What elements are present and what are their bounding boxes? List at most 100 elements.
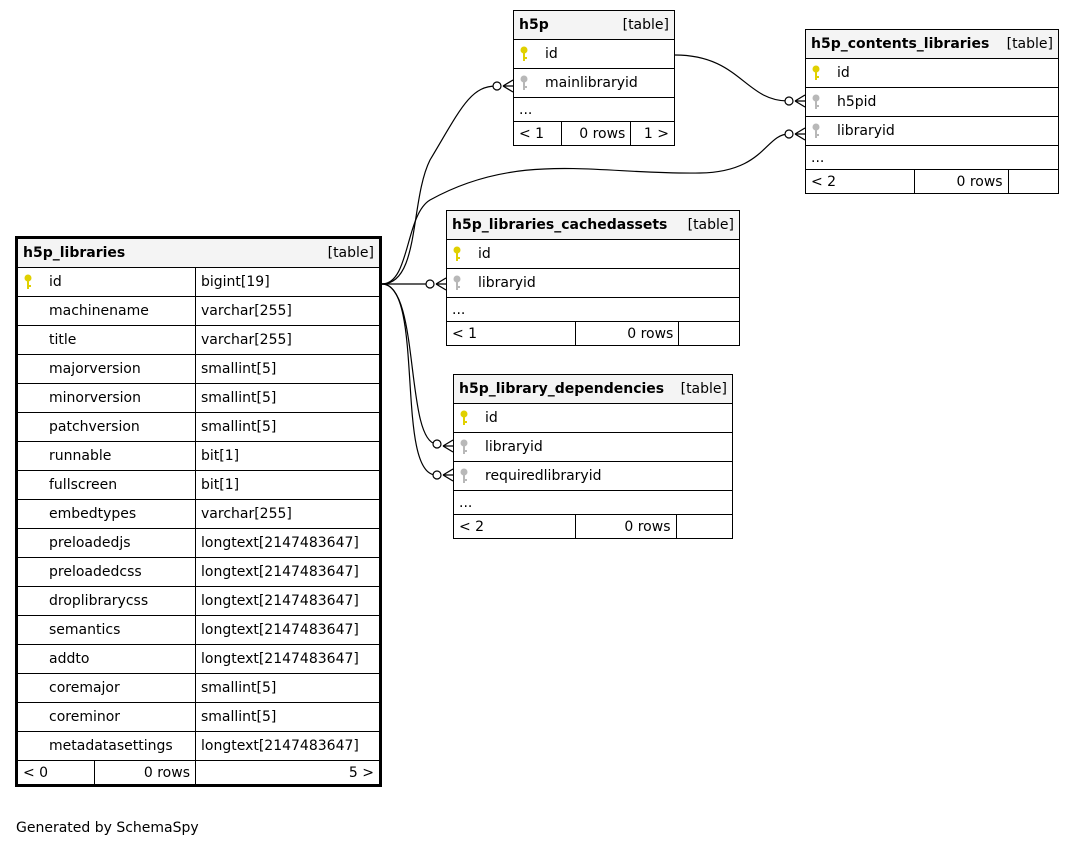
row-count: 0 rows — [561, 121, 632, 146]
table-name: h5p_contents_libraries — [811, 36, 990, 52]
foreign-key-icon — [452, 275, 470, 291]
table-name: h5p_libraries — [23, 245, 126, 261]
parents-count[interactable]: < 1 — [512, 121, 563, 146]
table-kind: [table] — [1006, 36, 1053, 52]
table-kind: [table] — [327, 245, 374, 261]
row-count: 0 rows — [93, 760, 197, 785]
parents-count[interactable]: < 2 — [453, 514, 576, 539]
column-row[interactable]: id — [805, 58, 1059, 88]
primary-key-icon — [459, 410, 477, 426]
column-type: smallint[5] — [195, 383, 380, 413]
column-type: longtext[2147483647] — [195, 528, 380, 558]
parents-count[interactable]: < 0 — [17, 760, 95, 785]
column-name: fullscreen — [49, 477, 118, 493]
column-row[interactable]: fullscreen bit[1] — [17, 470, 380, 500]
column-type: longtext[2147483647] — [195, 644, 380, 674]
column-row[interactable]: preloadedjs longtext[2147483647] — [17, 528, 380, 558]
primary-key-icon — [519, 46, 537, 62]
column-row[interactable]: id — [453, 403, 733, 433]
foreign-key-icon — [811, 94, 829, 110]
column-name: id — [478, 246, 491, 262]
column-type: longtext[2147483647] — [195, 586, 380, 616]
edge-end-circle — [425, 279, 435, 289]
column-name: id — [837, 65, 850, 81]
column-type: longtext[2147483647] — [195, 557, 380, 587]
column-row[interactable]: coremajor smallint[5] — [17, 673, 380, 703]
column-row[interactable]: minorversion smallint[5] — [17, 383, 380, 413]
parents-count[interactable]: < 2 — [805, 169, 915, 194]
column-type: smallint[5] — [195, 354, 380, 384]
column-name: preloadedjs — [49, 535, 131, 551]
crowfoot — [794, 127, 806, 141]
column-type: longtext[2147483647] — [195, 731, 380, 761]
column-row[interactable]: metadatasettings longtext[2147483647] — [17, 731, 380, 761]
children-count[interactable]: 5 > — [195, 760, 380, 785]
edge-libraries-to-dependencies-requiredlibraryid — [381, 283, 437, 476]
column-type: smallint[5] — [195, 673, 380, 703]
edge-libraries-to-h5p — [381, 85, 497, 285]
children-count — [678, 321, 740, 346]
column-row[interactable]: id bigint[19] — [17, 267, 380, 297]
table-h5p[interactable]: h5p[table] id mainlibraryid ... < 1 0 ro… — [512, 10, 675, 146]
column-name: requiredlibraryid — [485, 468, 602, 484]
column-name: minorversion — [49, 390, 141, 406]
foreign-key-icon — [519, 75, 537, 91]
table-kind: [table] — [680, 381, 727, 397]
foreign-key-icon — [811, 123, 829, 139]
column-type: bit[1] — [195, 470, 380, 500]
column-row[interactable]: libraryid — [446, 268, 740, 298]
table-h5p-library-dependencies[interactable]: h5p_library_dependencies [table] id libra… — [453, 374, 733, 539]
column-name: libraryid — [478, 275, 536, 291]
column-type: bit[1] — [195, 441, 380, 471]
crowfoot — [794, 94, 806, 108]
children-count — [675, 514, 733, 539]
column-row[interactable]: libraryid — [453, 432, 733, 462]
table-name: h5p_libraries_cachedassets — [452, 217, 668, 233]
foreign-key-icon — [459, 439, 477, 455]
column-row[interactable]: id — [513, 39, 675, 69]
children-count[interactable]: 1 > — [630, 121, 675, 146]
column-row[interactable]: coreminor smallint[5] — [17, 702, 380, 732]
table-name: h5p_library_dependencies — [459, 381, 665, 397]
column-name: id — [485, 410, 498, 426]
column-name: metadatasettings — [49, 738, 173, 754]
column-type: smallint[5] — [195, 702, 380, 732]
column-row[interactable]: requiredlibraryid — [453, 461, 733, 491]
column-name: id — [49, 274, 62, 290]
table-h5p-contents-libraries[interactable]: h5p_contents_libraries [table] id h5pid l… — [805, 29, 1060, 194]
table-h5p-libraries[interactable]: h5p_libraries [table] id bigint[19]machine… — [15, 236, 382, 787]
column-name: coremajor — [49, 680, 120, 696]
column-type: longtext[2147483647] — [195, 615, 380, 645]
column-type: varchar[255] — [195, 325, 380, 355]
column-name: addto — [49, 651, 90, 667]
column-name: coreminor — [49, 709, 121, 725]
table-h5p-libraries-cachedassets[interactable]: h5p_libraries_cachedassets[table] id lib… — [445, 210, 740, 346]
edge-end-circle — [784, 96, 794, 106]
parents-count[interactable]: < 1 — [445, 321, 577, 346]
edge-end-circle — [432, 439, 442, 449]
children-count — [1007, 169, 1060, 194]
column-row[interactable]: mainlibraryid — [513, 68, 675, 98]
ellipsis: ... — [446, 297, 740, 322]
column-row[interactable]: libraryid — [805, 116, 1059, 146]
primary-key-icon — [811, 65, 829, 81]
column-row[interactable]: addto longtext[2147483647] — [17, 644, 380, 674]
column-row[interactable]: h5pid — [805, 87, 1059, 117]
primary-key-icon — [452, 246, 470, 262]
row-count: 0 rows — [574, 514, 677, 539]
ellipsis: ... — [453, 490, 733, 515]
column-name: h5pid — [837, 94, 877, 110]
edge-h5p-to-contents-libraries — [674, 54, 789, 102]
table-kind: [table] — [622, 17, 669, 33]
column-row[interactable]: id — [446, 239, 740, 269]
column-type: bigint[19] — [195, 267, 380, 297]
